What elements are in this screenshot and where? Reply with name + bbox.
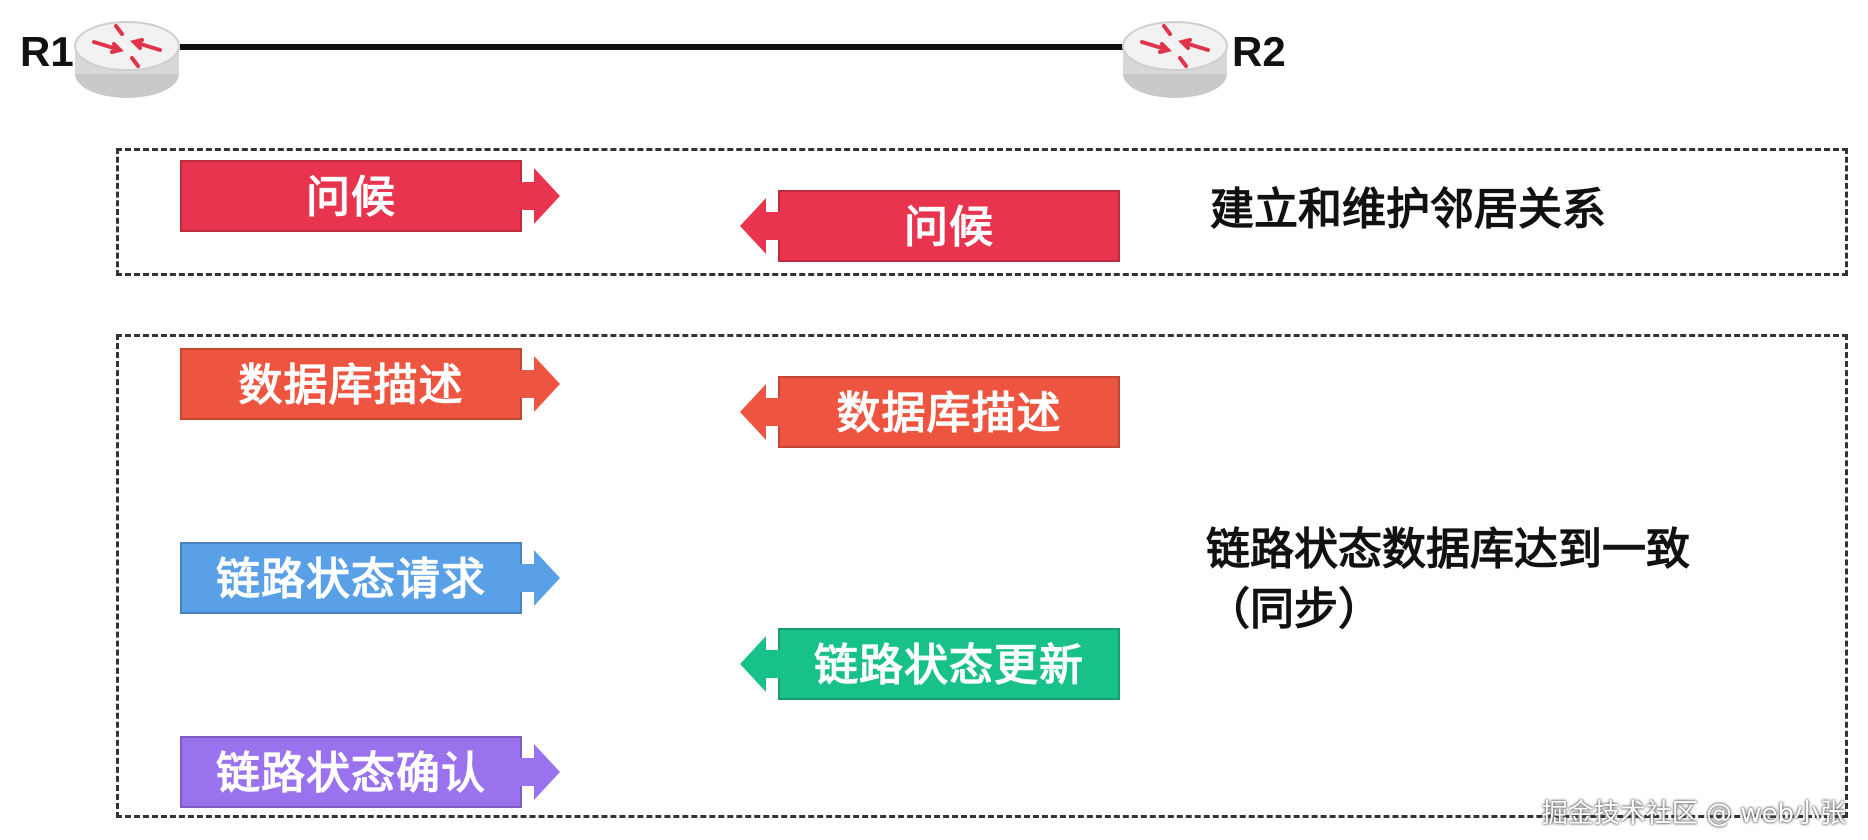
ls-update-to-r1: 链路状态更新	[738, 628, 1120, 700]
neighbor-description: 建立和维护邻居关系	[1210, 184, 1606, 235]
watermark: 掘金技术社区 @ web小张	[1541, 799, 1846, 829]
arrow-left-icon	[740, 198, 780, 254]
hello-message-label: 问候	[180, 160, 522, 232]
arrow-left-icon	[740, 384, 780, 440]
arrow-right-icon	[520, 168, 560, 224]
hello-message-to-r1: 问候	[738, 190, 1120, 262]
arrow-right-icon	[520, 744, 560, 800]
router-r2-label: R2	[1232, 28, 1286, 75]
arrow-right-icon	[520, 356, 560, 412]
hello-message-label: 问候	[778, 190, 1120, 262]
ls-request-to-r2: 链路状态请求	[180, 542, 562, 614]
hello-message-to-r2: 问候	[180, 160, 562, 232]
router-r1-label: R1	[20, 28, 74, 75]
sync-group-box	[116, 334, 1848, 818]
db-description-to-r2: 数据库描述	[180, 348, 562, 420]
sync-description-line1: 链路状态数据库达到一致	[1206, 524, 1690, 575]
neighbor-group-box	[116, 148, 1848, 276]
router-r2-icon	[1120, 12, 1230, 100]
db-description-to-r1: 数据库描述	[738, 376, 1120, 448]
link-line	[180, 44, 1130, 50]
ls-request-label: 链路状态请求	[180, 542, 522, 614]
router-r1-icon	[72, 12, 182, 100]
sync-description: 链路状态数据库达到一致 （同步）	[1206, 520, 1690, 640]
sync-description-line2: （同步）	[1206, 584, 1382, 635]
ls-ack-label: 链路状态确认	[180, 736, 522, 808]
db-description-label: 数据库描述	[778, 376, 1120, 448]
ls-update-label: 链路状态更新	[778, 628, 1120, 700]
ls-ack-to-r2: 链路状态确认	[180, 736, 562, 808]
db-description-label: 数据库描述	[180, 348, 522, 420]
arrow-left-icon	[740, 636, 780, 692]
arrow-right-icon	[520, 550, 560, 606]
